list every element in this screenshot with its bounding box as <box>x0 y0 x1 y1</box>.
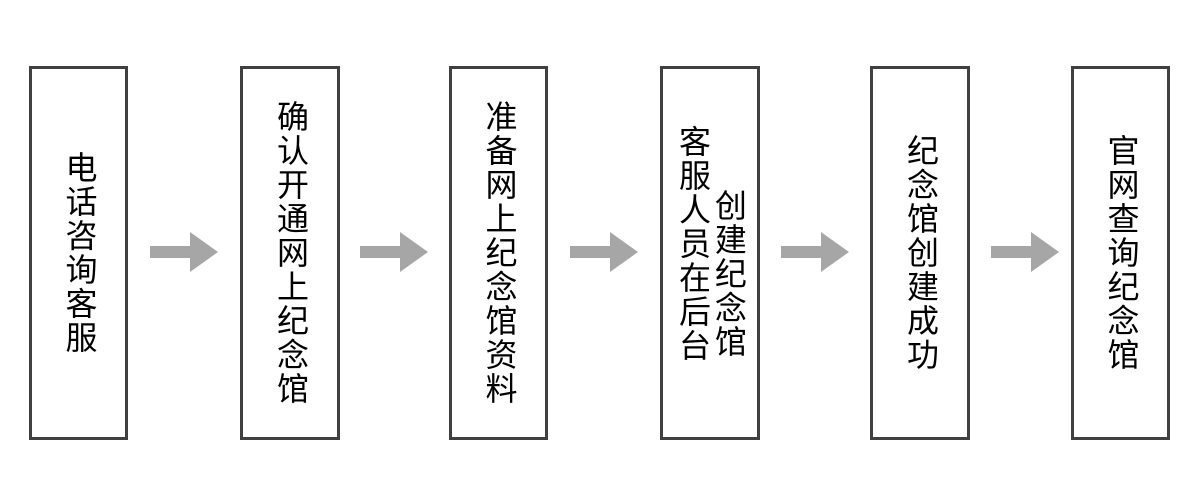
flow-node-1[interactable]: 电话咨询客服 <box>29 66 128 440</box>
flow-node-4-label-column-1: 客服人员在后台 <box>674 125 712 363</box>
flow-node-4-label-column-2: 创建纪念馆 <box>709 189 748 359</box>
flow-arrow-1-to-2 <box>150 230 220 274</box>
flow-node-4[interactable]: 客服人员在后台 创建纪念馆 <box>660 66 760 440</box>
flow-arrow-2-to-3 <box>360 230 430 274</box>
flow-arrow-5-to-6 <box>991 230 1061 274</box>
flow-node-3-label: 准备网上纪念馆资料 <box>480 100 519 406</box>
flow-node-6[interactable]: 官网查询纪念馆 <box>1071 66 1170 440</box>
flow-node-2[interactable]: 确认开通网上纪念馆 <box>240 66 340 440</box>
flow-arrow-3-to-4 <box>570 230 640 274</box>
flow-node-5-label: 纪念馆创建成功 <box>901 134 940 372</box>
flow-node-3[interactable]: 准备网上纪念馆资料 <box>449 66 548 440</box>
flow-node-5[interactable]: 纪念馆创建成功 <box>870 66 970 440</box>
flow-node-6-label: 官网查询纪念馆 <box>1102 134 1141 372</box>
flow-node-1-label: 电话咨询客服 <box>60 151 99 355</box>
flow-node-2-label: 确认开通网上纪念馆 <box>271 100 310 406</box>
flow-arrow-4-to-5 <box>781 230 851 274</box>
